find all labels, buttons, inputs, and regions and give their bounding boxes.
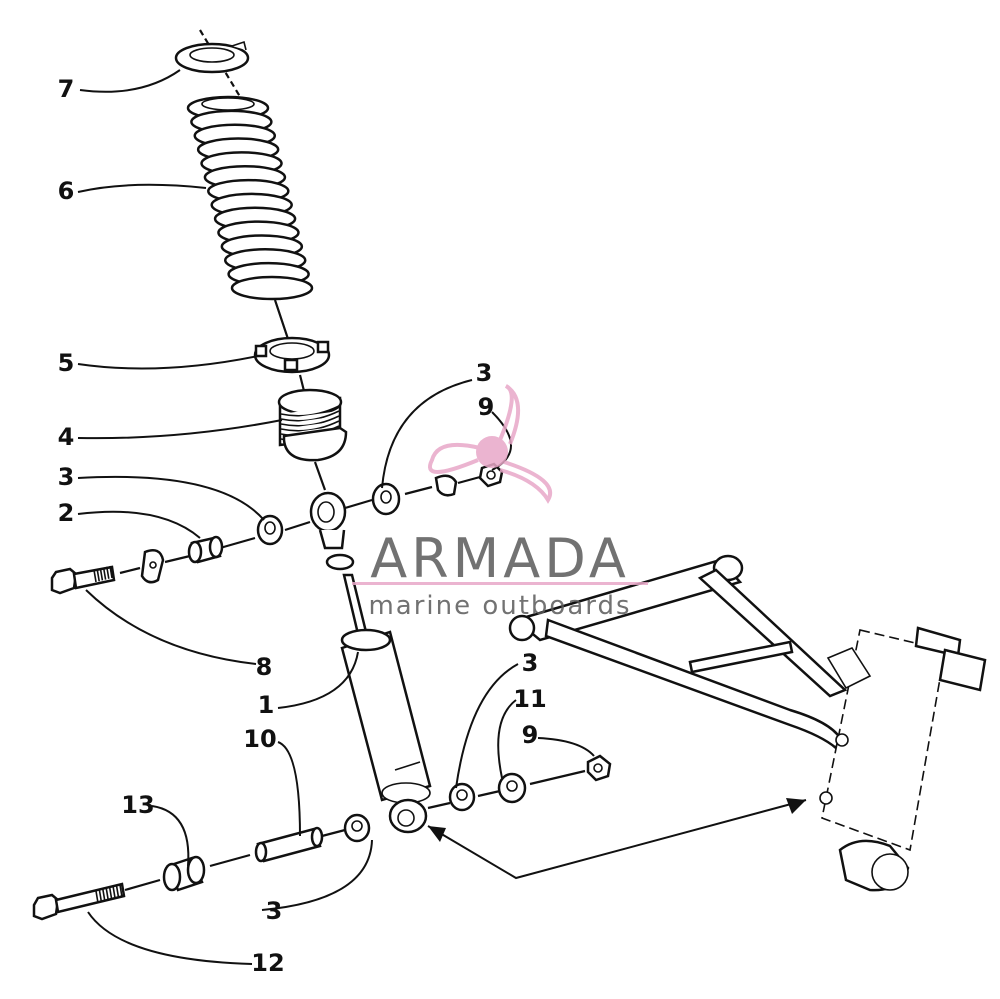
lower-washer — [497, 772, 527, 804]
callout-10: 10 — [243, 725, 276, 753]
callout-11: 11 — [513, 685, 546, 713]
shock-absorber-body — [340, 628, 432, 804]
callout-labels: 7 6 5 4 3 2 3 9 8 1 10 13 3 11 9 3 12 — [58, 75, 547, 977]
propeller-logo-icon — [428, 384, 552, 504]
callout-3-upper-left: 3 — [58, 463, 75, 491]
callout-2: 2 — [58, 499, 75, 527]
lower-bushing-left — [343, 813, 371, 843]
lower-spacer — [162, 855, 206, 892]
lower-bushing-right — [448, 782, 476, 812]
upper-mount-bolt — [50, 565, 116, 595]
callout-9-upper: 9 — [478, 393, 495, 421]
callout-13: 13 — [121, 791, 154, 819]
upper-washer-left — [140, 549, 165, 584]
shock-lower-eye — [388, 798, 428, 834]
leader-lines — [77, 69, 595, 965]
lower-sleeve — [254, 826, 324, 863]
spring-retainer-cap — [174, 40, 250, 74]
spring-adjuster-nut — [253, 336, 331, 374]
watermark-tagline: marine outboards — [368, 591, 631, 621]
spacer-sleeve — [187, 535, 224, 564]
callout-5: 5 — [58, 349, 75, 377]
callout-3-upper-right: 3 — [476, 359, 493, 387]
shock-upper-eye — [309, 491, 355, 571]
upper-bushing-left — [256, 514, 284, 546]
watermark-brand: ARMADA — [370, 527, 630, 590]
lower-mount-bolt — [32, 882, 126, 921]
callout-8: 8 — [256, 653, 273, 681]
threaded-spring-seat — [277, 388, 348, 462]
callout-12: 12 — [251, 949, 284, 977]
callout-3-lower-left: 3 — [266, 897, 283, 925]
watermark-underline — [352, 582, 648, 585]
upper-washer-right — [434, 474, 458, 497]
callout-9-lower: 9 — [522, 721, 539, 749]
armada-watermark: ARMADA marine outboards — [352, 384, 648, 621]
callout-4: 4 — [58, 423, 75, 451]
lower-lock-nut — [586, 754, 612, 782]
callout-3-lower-right: 3 — [522, 649, 539, 677]
callout-1: 1 — [258, 691, 275, 719]
coil-spring — [186, 95, 314, 301]
callout-6: 6 — [58, 177, 75, 205]
upper-bushing-right — [371, 482, 401, 516]
suspension-frame — [508, 554, 987, 892]
callout-7: 7 — [58, 75, 75, 103]
mounting-arrow — [427, 798, 807, 880]
